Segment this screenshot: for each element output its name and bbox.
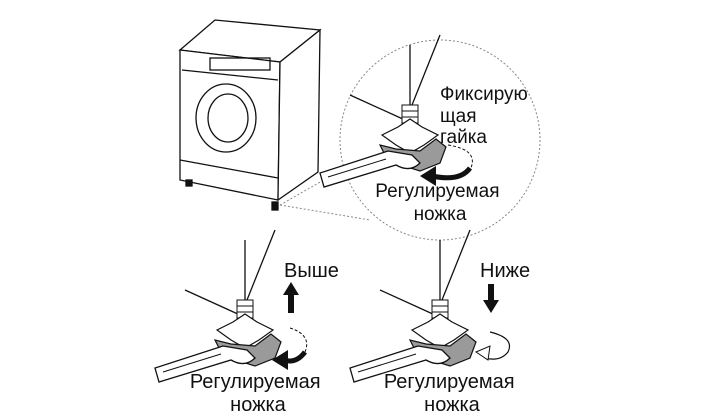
foot-lower [349,229,477,383]
rotate-arrow-raise [272,327,308,370]
arrow-up-icon [283,282,299,313]
lower-label: Ниже [480,260,530,282]
adjustable-foot-label-lower: Регулируемая ножка [384,371,520,416]
rotate-arrow-lower [474,331,511,361]
arrow-down-icon [483,284,499,313]
adjustable-foot-label-top: Регулируемая ножка [375,181,505,225]
raise-label: Выше [284,260,339,282]
foot-raise [154,229,282,383]
washing-machine [178,19,322,211]
lock-nut-label: Фиксирую щая гайка [440,84,533,148]
adjustable-foot-label-raise: Регулируемая ножка [190,371,326,416]
rotate-arrow-top [420,144,473,186]
